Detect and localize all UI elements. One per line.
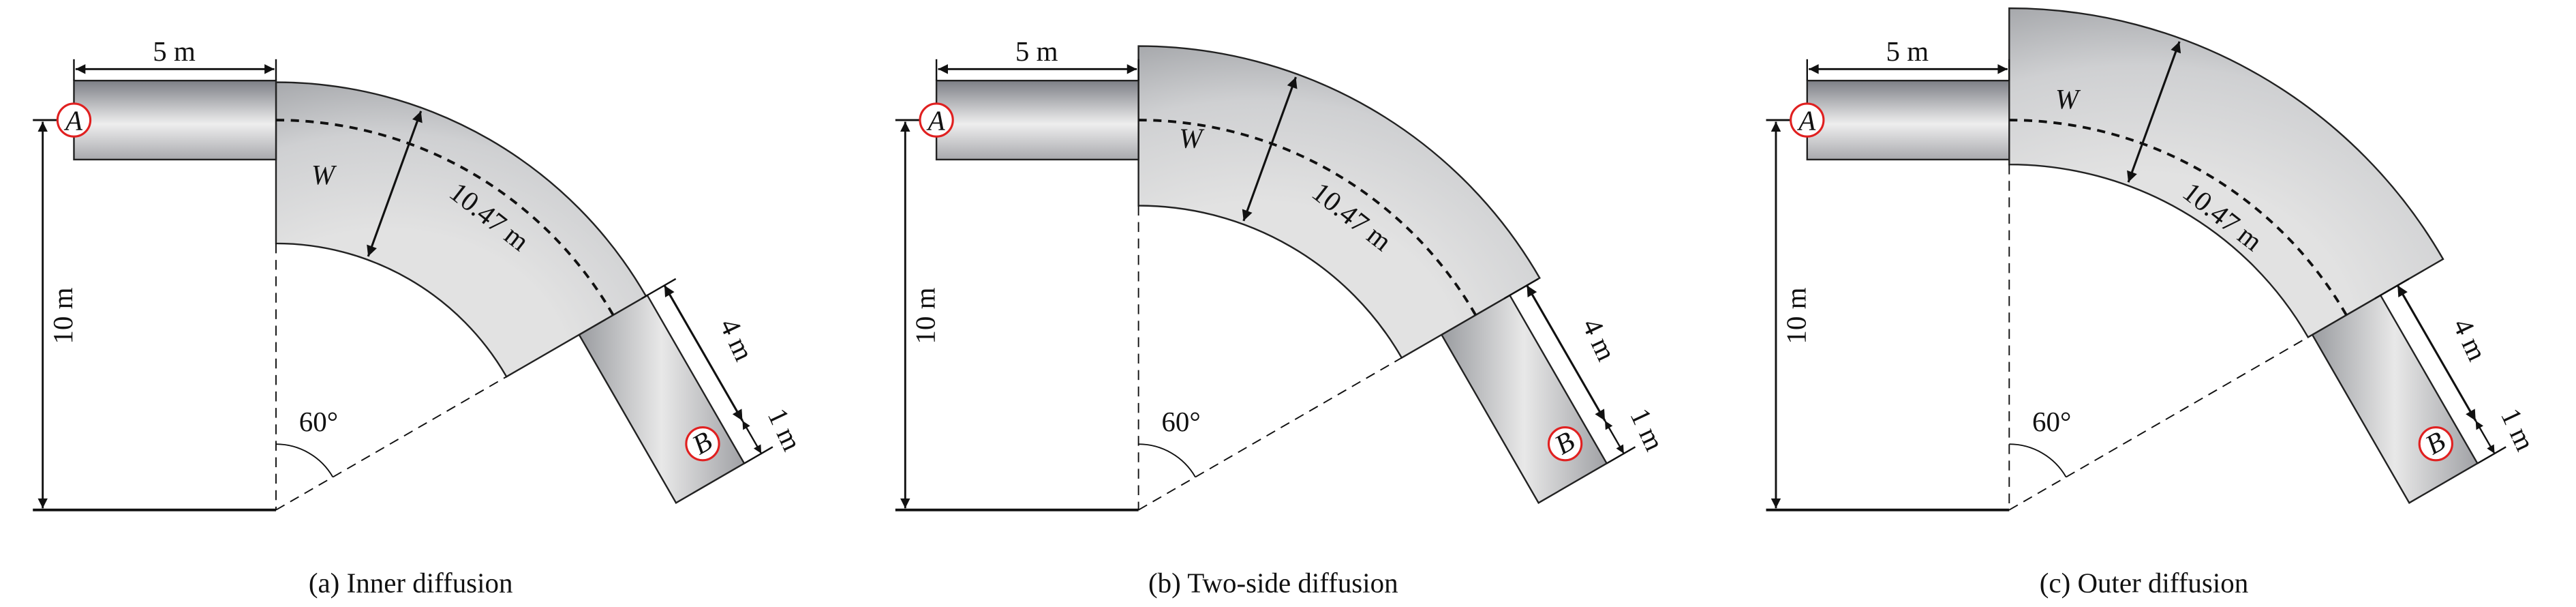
height-label: 10 m	[1780, 287, 1811, 344]
outlet-extra-dimension	[1604, 420, 1625, 454]
angle-arc	[1138, 443, 1196, 477]
panel-caption: (b) Two-side diffusion	[1148, 567, 1398, 598]
outlet-length-dimension	[663, 284, 743, 421]
radial-construction-line	[275, 376, 507, 511]
width-dimension	[367, 110, 423, 257]
width-dimension	[1242, 76, 1298, 222]
point-b-marker	[685, 426, 720, 462]
outlet-tick-start	[641, 278, 677, 299]
panel-caption: (a) Inner diffusion	[309, 567, 513, 598]
point-b-marker	[1547, 426, 1583, 462]
outlet-extra-label: 1 m	[2495, 404, 2541, 456]
bend-section	[1137, 45, 1541, 359]
inlet-length-label: 5 m	[1886, 35, 1929, 67]
bend-centerline	[2009, 119, 2348, 316]
outlet-extra-label: 1 m	[762, 404, 808, 456]
point-a-marker	[56, 102, 92, 138]
panel-caption: (c) Outer diffusion	[2040, 567, 2248, 598]
width-dimension	[2127, 41, 2181, 183]
outlet-length-dimension	[2396, 284, 2477, 421]
outlet-tick-start	[2374, 278, 2410, 299]
outlet-extra-label: 1 m	[1624, 404, 1670, 456]
angle-label: 60°	[2032, 406, 2071, 437]
height-label: 10 m	[47, 287, 78, 344]
outlet-tick-start	[1503, 278, 1539, 299]
point-a-marker	[919, 102, 954, 138]
outlet-extra-dimension	[2474, 420, 2496, 454]
inlet-pipe	[935, 79, 1139, 161]
width-label: W	[311, 159, 337, 190]
angle-label: 60°	[299, 406, 338, 437]
outlet-tick-end	[2477, 446, 2506, 464]
outlet-tick-end	[1606, 446, 1636, 464]
point-b-marker	[2418, 426, 2453, 462]
bend-centerline	[1138, 119, 1477, 316]
bend-section	[2008, 7, 2444, 339]
point-a-label: A	[63, 105, 83, 136]
inlet-pipe	[73, 79, 277, 161]
point-a-label: A	[1796, 105, 1816, 136]
inlet-length-label: 5 m	[1015, 35, 1058, 67]
point-a-label: A	[926, 105, 946, 136]
height-label: 10 m	[910, 287, 941, 344]
outlet-length-label: 4 m	[714, 314, 760, 366]
radial-construction-line	[1138, 357, 1402, 511]
width-label: W	[2055, 83, 2081, 115]
outlet-extra-dimension	[741, 420, 763, 454]
outlet-length-dimension	[1526, 284, 1606, 421]
inlet-pipe	[1806, 79, 2010, 161]
inlet-length-label: 5 m	[153, 35, 196, 67]
width-label: W	[1179, 122, 1205, 153]
angle-arc	[2009, 443, 2067, 477]
bend-centerline	[275, 119, 615, 316]
outlet-tick-end	[743, 446, 773, 464]
radial-construction-line	[2008, 336, 2309, 511]
point-a-marker	[1790, 102, 1825, 138]
angle-arc	[275, 443, 334, 477]
outlet-length-label: 4 m	[1576, 314, 1623, 366]
outlet-length-label: 4 m	[2447, 314, 2494, 366]
angle-label: 60°	[1161, 406, 1200, 437]
